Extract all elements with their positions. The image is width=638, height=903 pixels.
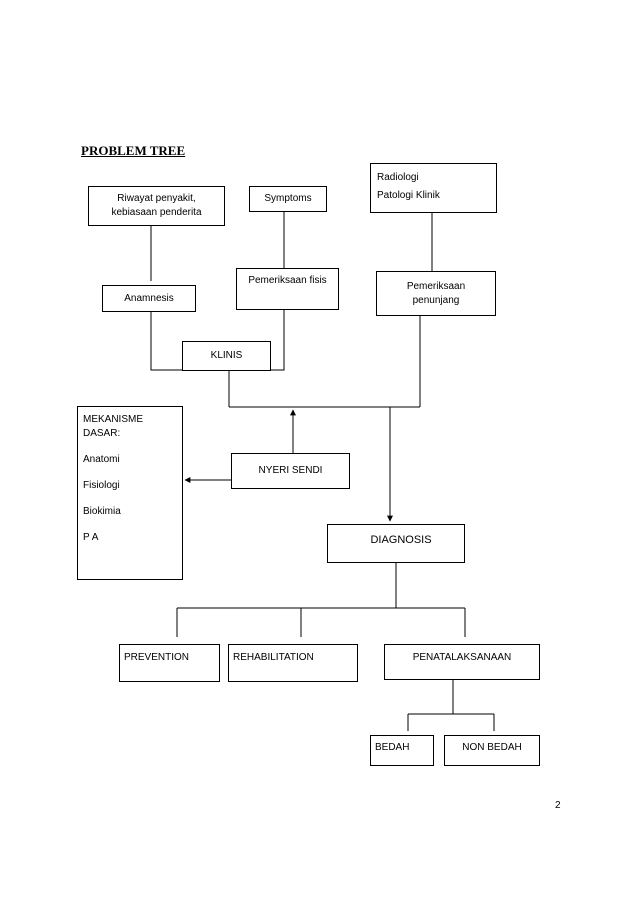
box-diagnosis: DIAGNOSIS [327,524,465,563]
box-bedah: BEDAH [370,735,434,766]
mekanisme-heading2: DASAR: [83,428,121,439]
rehabilitation-label: REHABILITATION [233,652,314,663]
box-symptoms: Symptoms [249,186,327,212]
mekanisme-heading1: MEKANISME [83,414,144,425]
mekanisme-item-fisiologi: Fisiologi [83,480,120,491]
line-anamnesis-klinis [150,312,182,371]
diagnosis-label: DIAGNOSIS [370,534,432,546]
mekanisme-item-biokimia: Biokimia [83,506,121,517]
penunjang-line2: penunjang [412,294,460,306]
pemeriksaan-fisis-label: Pemeriksaan fisis [248,275,327,286]
penatalaksanaan-label: PENATALAKSANAAN [412,652,512,663]
box-pemeriksaan-fisis: Pemeriksaan fisis [236,268,339,310]
klinis-label: KLINIS [210,350,243,361]
penunjang-line1: Pemeriksaan [406,280,466,292]
box-nyeri-sendi: NYERI SENDI [231,453,350,489]
radiologi-line2: Patologi Klinik [377,190,440,201]
radiologi-line1: Radiologi [377,172,419,183]
page-number: 2 [555,800,561,811]
line-fisis-klinis [271,309,285,371]
mekanisme-item-pa: P A [83,532,99,543]
page-title: PROBLEM TREE [81,143,186,158]
riwayat-line2: kebiasaan penderita [111,207,202,218]
non-bedah-label: NON BEDAH [462,742,522,753]
box-prevention: PREVENTION [119,644,220,682]
box-penatalaksanaan: PENATALAKSANAAN [384,644,540,680]
box-pemeriksaan-penunjang: Pemeriksaan penunjang [376,271,496,316]
box-rehabilitation: REHABILITATION [228,644,358,682]
anamnesis-label: Anamnesis [124,292,174,304]
box-radiologi: Radiologi Patologi Klinik [370,163,497,213]
symptoms-label: Symptoms [264,193,312,204]
prevention-label: PREVENTION [124,652,190,663]
riwayat-line1: Riwayat penyakit, [117,193,196,204]
nyeri-sendi-label: NYERI SENDI [258,465,323,476]
box-mekanisme: MEKANISME DASAR: Anatomi Fisiologi Bioki… [77,406,183,580]
box-riwayat: Riwayat penyakit, kebiasaan penderita [88,186,225,226]
box-anamnesis: Anamnesis [102,285,196,312]
mekanisme-item-anatomi: Anatomi [83,454,120,465]
box-non-bedah: NON BEDAH [444,735,540,766]
box-klinis: KLINIS [182,341,271,371]
bedah-label: BEDAH [375,742,410,753]
